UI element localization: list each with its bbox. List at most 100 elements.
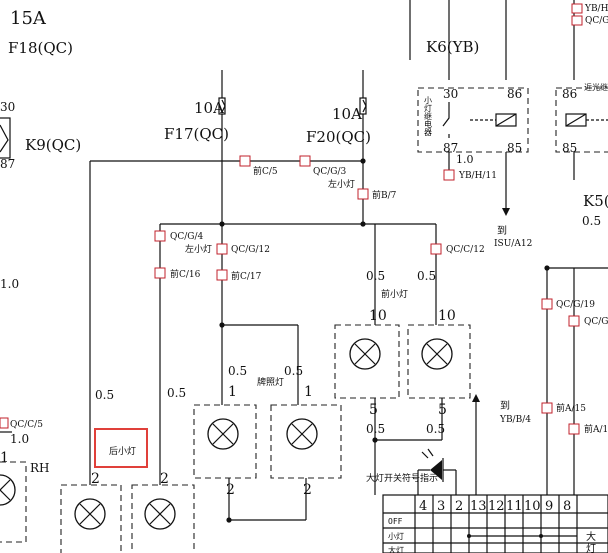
gauge-rear-a: 0.5 <box>95 388 114 402</box>
label-qcg12: QC/G/12 <box>231 245 270 255</box>
fuse-f17-rating: 10A <box>194 99 224 117</box>
label-qcg4: QC/G/4 <box>170 232 204 242</box>
switch-terminal-9: 9 <box>545 499 553 514</box>
front-lamp-left-pin-bottom: 5 <box>369 402 378 418</box>
gauge-rear-b: 0.5 <box>167 386 186 400</box>
relay-k6-vertical-label: 小灯继电器 <box>424 96 433 137</box>
label-yb-top: YB/H/ <box>584 4 608 14</box>
label-headlamp-switch-indicator: 大灯开关符号指示 <box>366 472 438 484</box>
relay-k6-pin-85: 85 <box>507 141 522 155</box>
relay-k6-pin-86: 86 <box>507 87 522 101</box>
label-a-partial: 前A/1 <box>584 423 608 435</box>
relay-k9-pin-87: 87 <box>0 157 15 171</box>
rear-lamp-right: 2 <box>131 471 195 553</box>
switch-terminal-13: 13 <box>470 499 487 514</box>
gauge-plate-b: 0.5 <box>284 364 303 378</box>
gauge-front-a: 0.5 <box>366 269 385 283</box>
front-lamp-right-pin-bottom: 5 <box>438 402 447 418</box>
label-qcc5: QC/C/5 <box>10 420 43 430</box>
relay-k9-code: K9(QC) <box>25 136 81 154</box>
highlight-box-rear-small-lamp <box>94 428 148 468</box>
label-c5-front: 前C/5 <box>253 165 278 177</box>
label-qcg19: QC/G/19 <box>556 300 595 310</box>
relay-near-pin-86: 86 <box>562 87 577 101</box>
relay-k6-ground-dest: ISU/A12 <box>494 239 532 249</box>
relay-near-light: 86 85 近光继电 <box>555 82 608 155</box>
rh-lamp-pin: 1 <box>0 450 9 466</box>
rh-lamp-label: RH <box>30 461 50 475</box>
front-lamp-left-pin-top: 10 <box>369 308 387 324</box>
relay-near-label: 近光继电 <box>584 82 608 92</box>
junction-dots <box>219 158 550 523</box>
front-lamp-right: 10 5 <box>407 308 471 418</box>
switch-terminal-12: 12 <box>488 499 505 514</box>
rear-lamp-left: 2 <box>60 471 122 553</box>
label-qcg3: QC/G/3 <box>313 167 347 177</box>
plate-lamp-left-pin-bottom: 2 <box>226 482 235 498</box>
switch-terminal-11: 11 <box>506 499 523 514</box>
relay-k6-pin-87: 87 <box>443 141 458 155</box>
rear-lamp-right-pin: 2 <box>160 471 169 487</box>
relay-k6-conn-label: YB/H/11 <box>458 171 497 181</box>
label-rear-small-lamp: 后小灯 <box>109 446 136 457</box>
label-c17-front: 前C/17 <box>231 270 262 282</box>
fuse-f20: 10A F20(QC) <box>306 70 371 146</box>
label-qcg-partial: QC/G/ <box>584 317 608 327</box>
switch-terminal-8: 8 <box>563 499 571 514</box>
label-plate-lamp: 牌照灯 <box>257 376 284 388</box>
label-lamp-partial: 灯 <box>586 543 596 553</box>
relay-k9-pin-30: 30 <box>0 100 15 114</box>
plate-lamp-left-pin-top: 1 <box>228 384 237 400</box>
plate-lamp-right-pin-top: 1 <box>304 384 313 400</box>
switch-terminal-table: 4 3 2 13 12 11 10 9 8 OFF 小灯 大灯 <box>382 494 608 553</box>
switch-terminal-2: 2 <box>455 499 463 514</box>
relay-k6: K6(YB) 30 86 87 85 小灯继电器 <box>417 38 529 155</box>
relay-k6-pin-30: 30 <box>443 87 458 101</box>
switch-terminal-4: 4 <box>419 499 427 514</box>
switch-terminal-10: 10 <box>524 499 541 514</box>
relay-k5-wire-gauge: 0.5 <box>582 214 601 228</box>
switch-row-big: 大灯 <box>388 545 404 553</box>
fuse-f17-code: F17(QC) <box>164 125 229 143</box>
rh-lamp: 1 RH <box>0 450 50 543</box>
label-a15-front: 前A/15 <box>556 402 586 414</box>
plate-lamp-left: 1 2 <box>193 384 257 498</box>
label-front-small-lamp: 前小灯 <box>381 288 408 300</box>
gauge-front-c: 0.5 <box>366 422 385 436</box>
label-b7-front: 前B/7 <box>372 189 397 201</box>
fuse-f20-code: F20(QC) <box>306 128 371 146</box>
connector-markers <box>0 3 583 435</box>
front-lamp-right-pin-top: 10 <box>438 308 456 324</box>
fuse-f18-rating: 15A <box>10 8 47 29</box>
relay-k6-wire-gauge: 1.0 <box>456 153 474 166</box>
fuse-f18-code: F18(QC) <box>8 39 73 57</box>
relay-k9: 30 87 K9(QC) <box>0 100 81 171</box>
plate-lamp-right: 1 2 <box>270 384 342 498</box>
rear-lamp-left-pin: 2 <box>91 471 100 487</box>
label-yb-dest: YB/B/4 <box>499 415 531 425</box>
label-qcc12: QC/C/12 <box>446 245 485 255</box>
plate-lamp-right-pin-bottom: 2 <box>303 482 312 498</box>
label-left-small-lamp: 左小灯 <box>185 243 212 255</box>
wire-gauge-left-main: 1.0 <box>0 277 19 291</box>
front-lamp-left: 10 5 <box>334 308 400 418</box>
relay-k6-code: K6(YB) <box>426 38 479 56</box>
switch-row-off: OFF <box>388 517 403 526</box>
indicator-led-icon <box>417 448 457 495</box>
fuse-f17: 10A F17(QC) <box>164 70 229 143</box>
label-qc-top: QC/G/ <box>585 16 608 26</box>
label-c16-front: 前C/16 <box>170 268 201 280</box>
relay-near-pin-85: 85 <box>562 141 577 155</box>
relay-k5-code: K5( <box>583 192 608 210</box>
label-to-yb: 到 <box>500 400 510 412</box>
label-left-small-lamp-top: 左小灯 <box>328 178 355 190</box>
gauge-front-d: 0.5 <box>426 422 445 436</box>
relay-k6-ground-to: 到 <box>497 225 507 237</box>
switch-row-small: 小灯 <box>388 531 404 541</box>
gauge-front-b: 0.5 <box>417 269 436 283</box>
switch-terminal-3: 3 <box>437 499 445 514</box>
fuse-f20-rating: 10A <box>332 105 362 123</box>
gauge-qcc5: 1.0 <box>10 432 29 446</box>
gauge-plate-a: 0.5 <box>228 364 247 378</box>
label-big-partial: 大 <box>586 530 596 543</box>
